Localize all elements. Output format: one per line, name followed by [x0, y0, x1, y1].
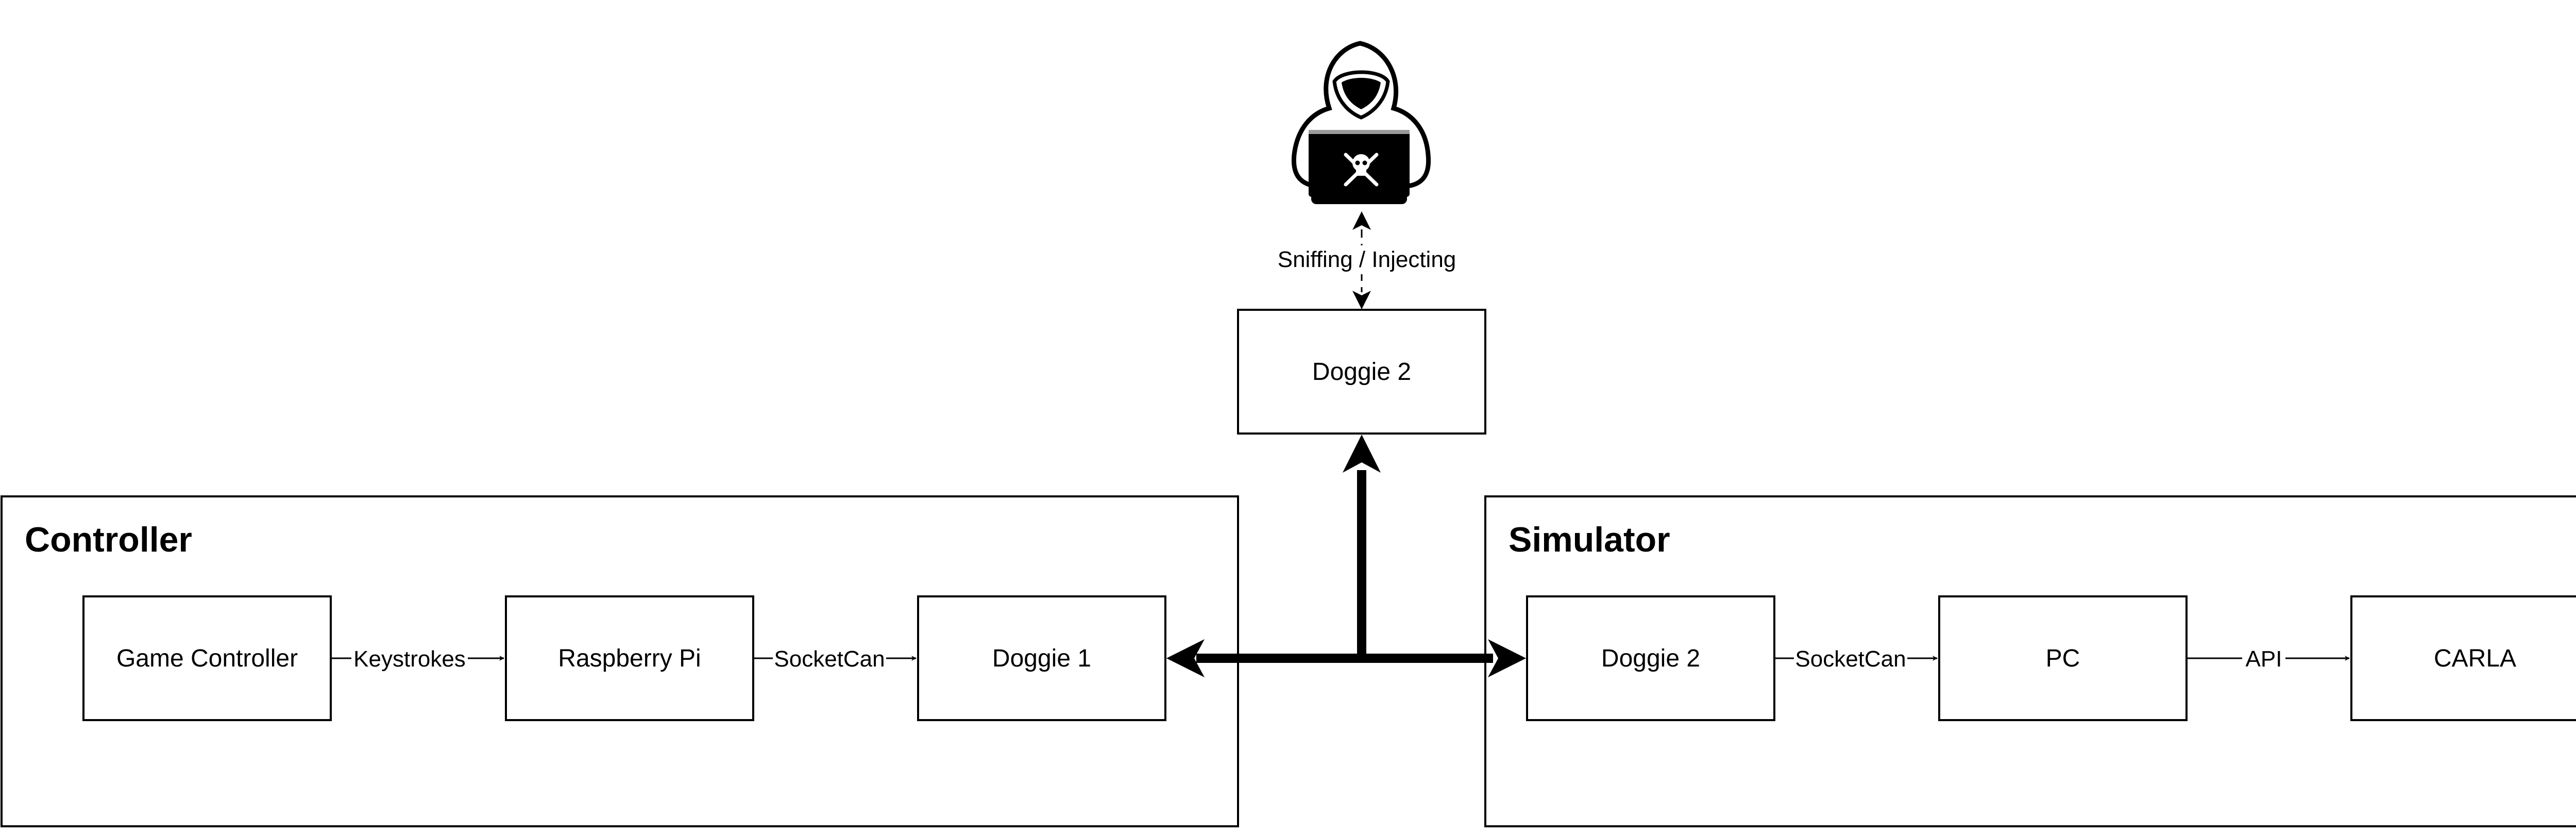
sniff-arrow-down — [1352, 291, 1371, 309]
node-label: Raspberry Pi — [558, 645, 701, 672]
bus-arrow-up — [1343, 435, 1381, 473]
edge-label-api: API — [2246, 646, 2282, 672]
node-game-controller[interactable]: Game Controller — [82, 595, 332, 721]
controller-title: Controller — [25, 520, 192, 559]
can-bus-connector — [1166, 435, 1526, 677]
simulator-title: Simulator — [1509, 520, 1670, 559]
bus-arrow-left — [1166, 639, 1205, 677]
edge-keystrokes: Keystrokes — [331, 645, 504, 672]
edge-label-socketcan: SocketCan — [774, 646, 885, 672]
edge-socketcan-controller: SocketCan — [753, 645, 917, 672]
node-label: Game Controller — [116, 645, 298, 672]
node-label: CARLA — [2434, 645, 2516, 672]
node-doggie-1[interactable]: Doggie 1 — [917, 595, 1166, 721]
bus-arrow-right — [1488, 639, 1526, 677]
edge-label-socketcan: SocketCan — [1795, 646, 1906, 672]
node-label: PC — [2046, 645, 2080, 672]
node-label: Doggie 1 — [992, 645, 1091, 672]
skull-and-crossbones-icon — [1344, 153, 1379, 187]
sniff-arrow-up — [1352, 211, 1371, 230]
node-doggie-2-top[interactable]: Doggie 2 — [1237, 309, 1486, 435]
node-label: Doggie 2 — [1312, 358, 1411, 386]
edge-socketcan-simulator: SocketCan — [1774, 645, 1938, 672]
node-pc[interactable]: PC — [1938, 595, 2188, 721]
edge-sniffing-injecting: Sniffing / Injecting — [1272, 211, 1456, 309]
node-label: Doggie 2 — [1601, 645, 1700, 672]
node-carla[interactable]: CARLA — [2350, 595, 2576, 721]
node-raspberry-pi[interactable]: Raspberry Pi — [505, 595, 754, 721]
hooded-hacker-with-laptop-icon — [1291, 41, 1431, 204]
node-doggie-2-sim[interactable]: Doggie 2 — [1526, 595, 1775, 721]
edge-api: API — [2187, 645, 2350, 672]
edge-label-keystrokes: Keystrokes — [353, 646, 466, 672]
edge-label-sniffing: Sniffing / Injecting — [1278, 247, 1456, 272]
